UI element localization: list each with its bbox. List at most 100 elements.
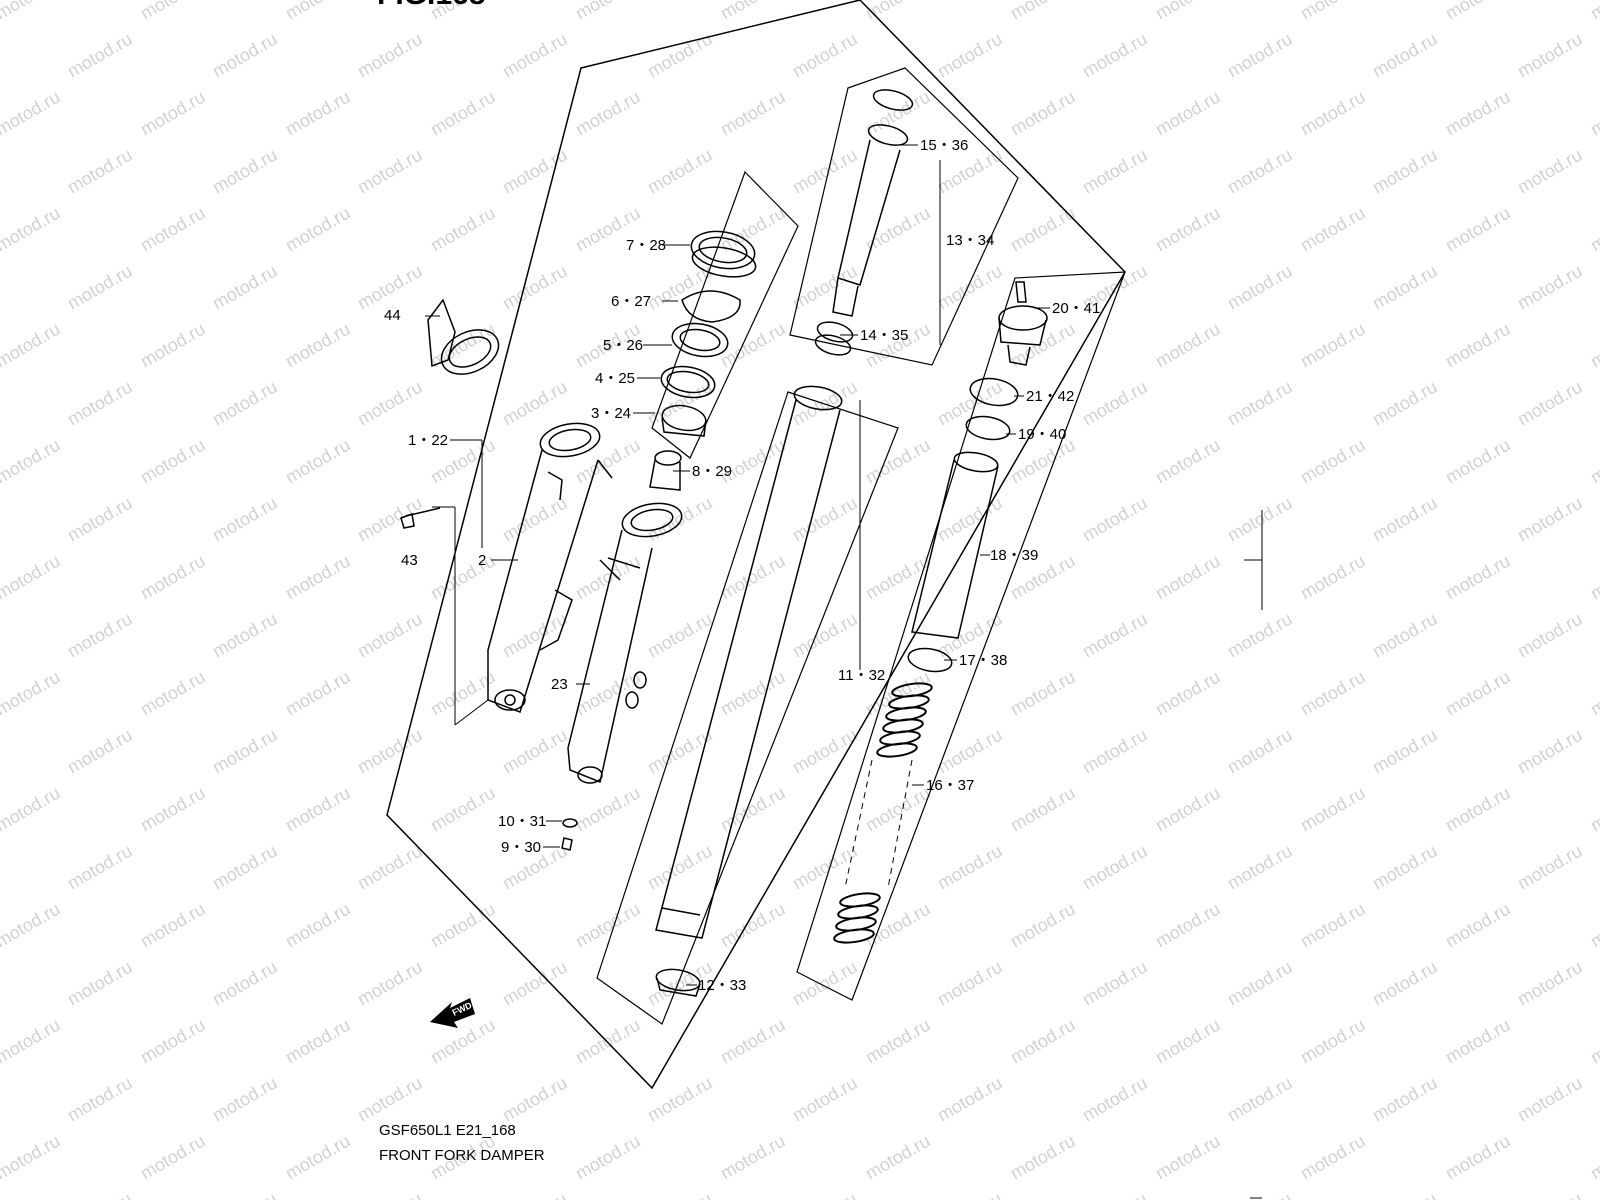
watermark-text: motod.ru <box>1297 0 1369 23</box>
watermark-text: motod.ru <box>282 435 354 488</box>
watermark-text: motod.ru <box>1514 29 1586 82</box>
watermark-text: motod.ru <box>572 551 644 604</box>
watermark-text: motod.ru <box>0 1131 64 1184</box>
watermark-text: motod.ru <box>354 493 426 546</box>
watermark-text: motod.ru <box>0 319 64 372</box>
watermark-text: motod.ru <box>1007 203 1079 256</box>
watermark-text: motod.ru <box>1007 0 1079 23</box>
watermark-text: motod.ru <box>1079 29 1151 82</box>
watermark-text: motod.ru <box>789 1189 861 1200</box>
watermark-text: motod.ru <box>1079 145 1151 198</box>
watermark-text: motod.ru <box>427 551 499 604</box>
watermark-text: motod.ru <box>1079 957 1151 1010</box>
watermark-text: motod.ru <box>1587 899 1600 952</box>
watermark-text: motod.ru <box>354 957 426 1010</box>
callout-11: 11・32 <box>838 667 885 684</box>
watermark-text: motod.ru <box>1224 957 1296 1010</box>
callout-18: 18・39 <box>990 547 1038 564</box>
watermark-text: motod.ru <box>717 783 789 836</box>
watermark-text: motod.ru <box>354 725 426 778</box>
watermark-text: motod.ru <box>499 725 571 778</box>
watermark-text: motod.ru <box>1007 783 1079 836</box>
watermark-text: motod.ru <box>354 1189 426 1200</box>
edge-marks <box>1244 510 1263 1199</box>
watermark-text: motod.ru <box>1007 1015 1079 1068</box>
watermark-text: motod.ru <box>1587 1015 1600 1068</box>
watermark-text: motod.ru <box>354 609 426 662</box>
watermark-text: motod.ru <box>209 725 281 778</box>
watermark-text: motod.ru <box>1587 0 1600 23</box>
watermark-text: motod.ru <box>572 1131 644 1184</box>
watermark-text: motod.ru <box>1152 899 1224 952</box>
part-44-guard <box>427 298 500 375</box>
watermark-text: motod.ru <box>1369 725 1441 778</box>
part-13-damper-rod <box>814 89 914 356</box>
watermark-text: motod.ru <box>209 1189 281 1200</box>
watermark-text: motod.ru <box>1079 841 1151 894</box>
watermark-text: motod.ru <box>1514 261 1586 314</box>
watermark-text: motod.ru <box>862 435 934 488</box>
watermark-text: motod.ru <box>354 841 426 894</box>
damper-rod-subassembly-frame <box>789 67 1019 366</box>
watermark-text: motod.ru <box>1442 435 1514 488</box>
watermark-text: motod.ru <box>1297 551 1369 604</box>
callout-3: 3・24 <box>591 405 631 422</box>
watermark-text: motod.ru <box>862 551 934 604</box>
watermark-text: motod.ru <box>862 87 934 140</box>
watermark-text: motod.ru <box>1442 899 1514 952</box>
watermark-text: motod.ru <box>1587 783 1600 836</box>
watermark-text: motod.ru <box>1442 0 1514 23</box>
watermark-text: motod.ru <box>1442 783 1514 836</box>
watermark-text: motod.ru <box>789 1073 861 1126</box>
watermark-text: motod.ru <box>1224 609 1296 662</box>
callout-1: 1・22 <box>408 432 448 449</box>
watermark-text: motod.ru <box>64 261 136 314</box>
watermark-text: motod.ru <box>644 29 716 82</box>
watermark-text: motod.ru <box>0 783 64 836</box>
callout-4: 4・25 <box>595 370 635 387</box>
watermark-text: motod.ru <box>1587 667 1600 720</box>
callout-17: 17・38 <box>959 652 1007 669</box>
watermark-text: motod.ru <box>1369 493 1441 546</box>
callout-7: 7・28 <box>626 237 666 254</box>
part-2-outer-tube <box>487 422 613 713</box>
watermark-text: motod.ru <box>1514 1189 1586 1200</box>
watermark-text: motod.ru <box>427 783 499 836</box>
watermark-text: motod.ru <box>644 493 716 546</box>
watermark-text: motod.ru <box>1587 319 1600 372</box>
watermark-text: motod.ru <box>1224 261 1296 314</box>
watermark-text: motod.ru <box>1514 493 1586 546</box>
watermark-text: motod.ru <box>1297 1131 1369 1184</box>
part-11-inner-tube <box>655 385 843 997</box>
watermark-text: motod.ru <box>1442 203 1514 256</box>
watermark-text: motod.ru <box>282 783 354 836</box>
diagram-title: FRONT FORK DAMPER <box>379 1147 545 1164</box>
watermark-text: motod.ru <box>209 841 281 894</box>
part-23-outer-tube <box>567 502 683 784</box>
watermark-text: motod.ru <box>1224 1073 1296 1126</box>
watermark-text: motod.ru <box>572 0 644 23</box>
watermark-text: motod.ru <box>644 1189 716 1200</box>
watermark-text: motod.ru <box>644 841 716 894</box>
watermark-text: motod.ru <box>644 261 716 314</box>
watermark-text: motod.ru <box>64 493 136 546</box>
figure-header: FIG.168 <box>377 0 485 12</box>
watermark-text: motod.ru <box>1152 435 1224 488</box>
watermark-text: motod.ru <box>862 0 934 23</box>
watermark-text: motod.ru <box>137 435 209 488</box>
watermark-text: motod.ru <box>934 29 1006 82</box>
callout-2: 2 <box>478 552 486 569</box>
watermark-text: motod.ru <box>1514 609 1586 662</box>
callout-6: 6・27 <box>611 293 651 310</box>
watermark-text: motod.ru <box>64 841 136 894</box>
watermark-text: motod.ru <box>427 203 499 256</box>
watermark-text: motod.ru <box>1514 377 1586 430</box>
watermark-text: motod.ru <box>934 957 1006 1010</box>
callout-10: 10・31 <box>498 813 546 830</box>
callout-20: 20・41 <box>1052 300 1100 317</box>
watermark-text: motod.ru <box>644 725 716 778</box>
watermark-text: motod.ru <box>1442 319 1514 372</box>
watermark-text: motod.ru <box>499 1073 571 1126</box>
watermark-text: motod.ru <box>1007 87 1079 140</box>
watermark-text: motod.ru <box>1297 1015 1369 1068</box>
